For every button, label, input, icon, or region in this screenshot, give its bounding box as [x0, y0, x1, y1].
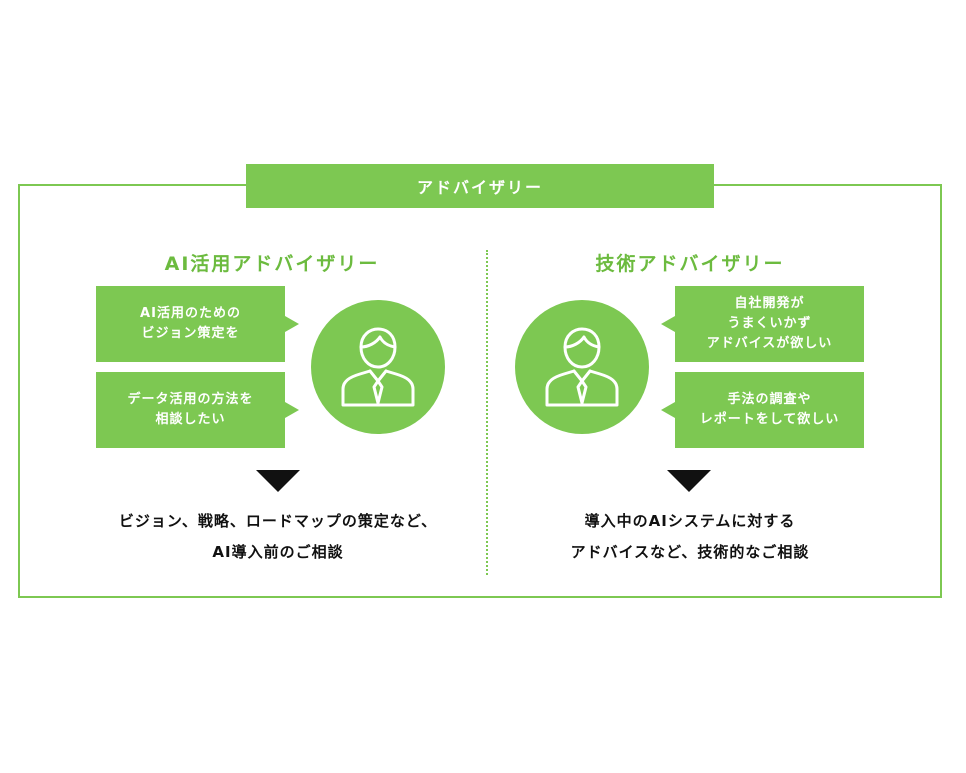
summary-line: ビジョン、戦略、ロードマップの策定など、	[118, 512, 438, 530]
bubble-line: アドバイスが欲しい	[706, 336, 833, 351]
bubble-line: 手法の調査や	[727, 392, 812, 407]
left-down-arrow	[256, 470, 300, 492]
right-speech-bubble-1: 自社開発が うまくいかず アドバイスが欲しい	[661, 286, 864, 362]
bubble-line: AI活用のための	[140, 306, 241, 321]
bubble-line: うまくいかず	[727, 316, 812, 331]
banner-label: アドバイザリー	[416, 178, 543, 197]
summary-line: 導入中のAIシステムに対する	[584, 512, 796, 530]
person-icon	[545, 327, 619, 407]
summary-line: アドバイスなど、技術的なご相談	[570, 543, 810, 561]
bubble-line: レポートをして欲しい	[699, 412, 840, 427]
right-column-title: 技術アドバイザリー	[595, 253, 785, 275]
bubble-line: ビジョン策定を	[141, 326, 240, 341]
left-speech-bubble-1: AI活用のための ビジョン策定を	[96, 286, 299, 362]
banner: アドバイザリー	[246, 164, 714, 208]
left-summary: ビジョン、戦略、ロードマップの策定など、 AI導入前のご相談	[68, 506, 488, 568]
bubble-line: データ活用の方法を	[127, 392, 254, 407]
column-divider	[486, 250, 488, 575]
person-icon	[341, 327, 415, 407]
left-speech-bubble-2: データ活用の方法を 相談したい	[96, 372, 299, 448]
right-speech-bubble-2: 手法の調査や レポートをして欲しい	[661, 372, 864, 448]
left-column-title: AI活用アドバイザリー	[164, 253, 380, 275]
summary-line: AI導入前のご相談	[212, 543, 344, 561]
bubble-line: 自社開発が	[734, 296, 805, 311]
right-person-circle	[515, 300, 649, 434]
left-person-circle	[311, 300, 445, 434]
bubble-line: 相談したい	[155, 412, 226, 427]
right-summary: 導入中のAIシステムに対する アドバイスなど、技術的なご相談	[480, 506, 900, 568]
right-down-arrow	[667, 470, 711, 492]
